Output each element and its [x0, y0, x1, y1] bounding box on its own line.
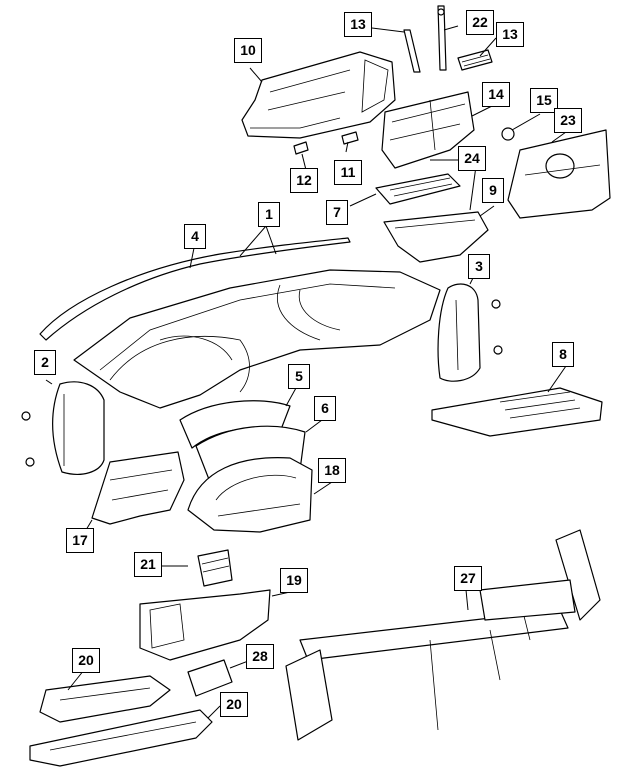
part-clip-12	[293, 141, 309, 155]
callout-18: 18	[318, 458, 346, 483]
callout-10: 10	[234, 38, 262, 63]
callout-2: 2	[34, 350, 56, 375]
part-rod	[403, 29, 421, 73]
part-small-vent	[457, 49, 493, 71]
callout-23: 22	[466, 10, 494, 35]
callout-24: 23	[554, 108, 582, 133]
part-duct-20	[29, 709, 213, 767]
part-bracket	[91, 451, 185, 525]
callout-21: 20	[72, 648, 100, 673]
part-end-cap-right	[437, 283, 481, 382]
callout-3: 3	[468, 254, 490, 279]
callout-16: 15	[530, 88, 558, 113]
part-instrument-panel	[73, 269, 441, 409]
part-duct-21	[39, 675, 171, 723]
callout-19: 19	[280, 568, 308, 593]
callout-12: 12	[290, 168, 318, 193]
callout-22: 21	[134, 552, 162, 577]
part-clip-11	[341, 131, 359, 145]
part-glove-box-door	[241, 51, 396, 139]
part-vent	[197, 549, 233, 587]
part-clip-16	[501, 127, 515, 141]
part-clip-right-upper	[491, 299, 501, 309]
callout-17: 17	[66, 528, 94, 553]
callout-20: 20	[220, 692, 248, 717]
part-tray	[383, 211, 489, 263]
part-cross-car-beam	[285, 529, 601, 741]
callout-15: 14	[482, 82, 510, 107]
callout-5: 5	[288, 364, 310, 389]
part-clip-left-lower	[25, 457, 35, 467]
callout-27: 27	[454, 566, 482, 591]
callout-26: 24	[458, 146, 486, 171]
callout-4: 4	[184, 224, 206, 249]
callout-13: 13	[344, 12, 372, 37]
part-side-cover	[507, 129, 611, 219]
callout-7: 7	[326, 200, 348, 225]
part-cluster-hood	[179, 400, 291, 449]
part-cluster-housing	[187, 457, 313, 533]
callout-11: 11	[334, 160, 362, 185]
callout-6: 6	[314, 396, 336, 421]
callout-28: 28	[246, 644, 274, 669]
part-clip-right-lower	[493, 345, 503, 355]
callout-14: 13	[496, 22, 524, 47]
part-clip-left-upper	[21, 411, 31, 421]
part-windshield-trim	[39, 237, 351, 341]
part-lower-panel	[139, 589, 271, 661]
callout-1: 1	[258, 202, 280, 227]
part-glove-box-bin	[381, 91, 475, 169]
part-floor-panel	[431, 387, 603, 437]
part-end-cap-left	[52, 381, 105, 475]
part-grille-panel	[375, 173, 461, 205]
callout-9: 9	[482, 178, 504, 203]
part-strut	[437, 5, 447, 71]
callout-8: 8	[552, 342, 574, 367]
part-bracket-28	[187, 659, 233, 697]
